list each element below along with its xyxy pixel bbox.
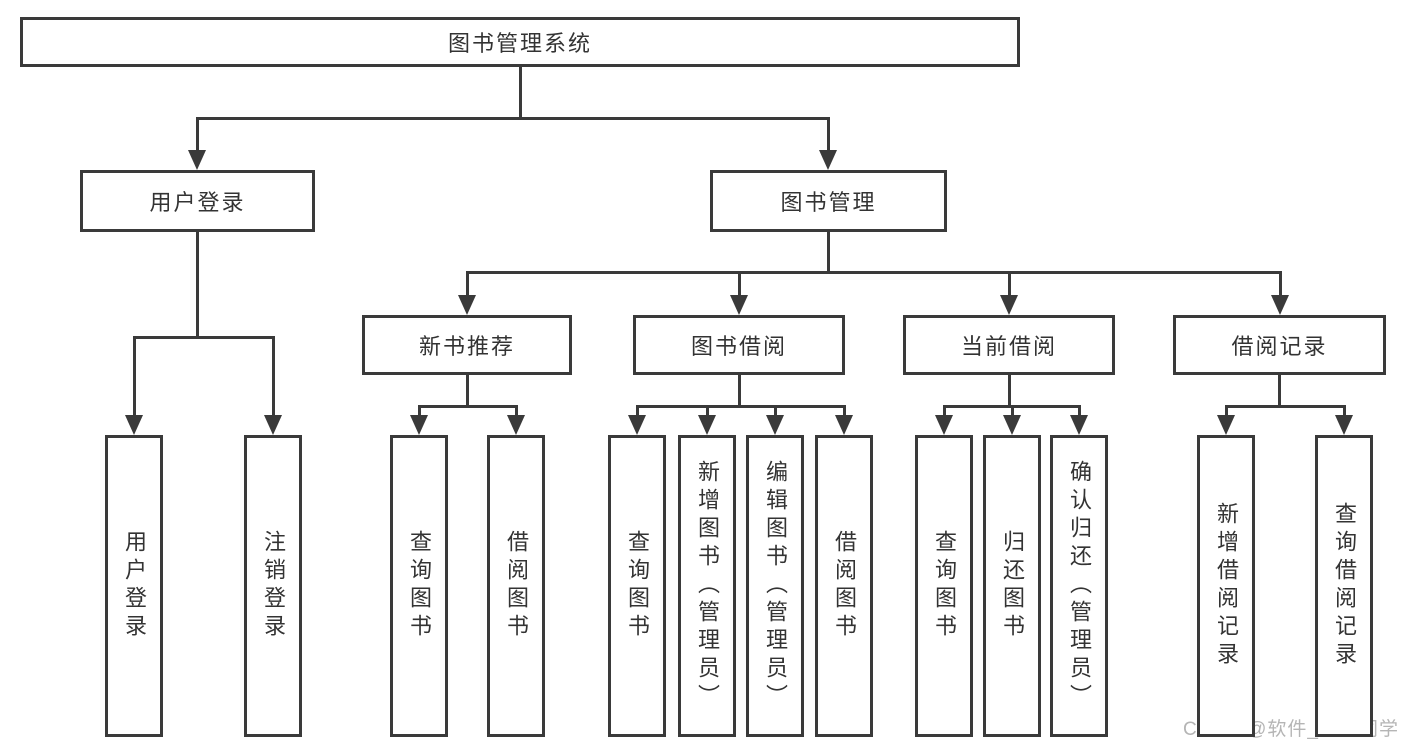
node-label: 编辑图书（管理员）	[763, 460, 788, 712]
node-current-borrow: 当前借阅	[903, 315, 1115, 375]
arrow-stem	[465, 272, 469, 297]
node-book-mgmt-branch: 图书管理	[710, 170, 947, 232]
node-root: 图书管理系统	[20, 17, 1020, 67]
node-query-borrow-record: 查询借阅记录	[1315, 435, 1373, 737]
arrow-stem	[417, 406, 421, 417]
node-borrow-books-rec: 借阅图书	[487, 435, 545, 737]
arrowhead-down-icon	[1335, 415, 1353, 435]
arrowhead-down-icon	[125, 415, 143, 435]
arrowhead-down-icon	[1003, 415, 1021, 435]
arrowhead-down-icon	[410, 415, 428, 435]
connector-bar	[635, 404, 846, 408]
connector-bar	[195, 116, 830, 120]
node-borrow-books-borrow: 借阅图书	[815, 435, 873, 737]
arrow-stem	[1278, 272, 1282, 297]
node-label: 借阅图书	[832, 530, 857, 642]
connector-stem	[737, 375, 741, 406]
node-label: 用户登录	[122, 530, 147, 642]
arrow-stem	[773, 406, 777, 417]
node-label: 借阅记录	[1231, 334, 1328, 359]
arrow-stem	[1342, 406, 1346, 417]
node-logout-leaf: 注销登录	[244, 435, 302, 737]
arrow-stem	[737, 272, 741, 297]
connector-stem	[465, 375, 469, 406]
node-label: 归还图书	[1000, 530, 1025, 642]
node-edit-books-admin: 编辑图书（管理员）	[746, 435, 804, 737]
node-user-login-leaf: 用户登录	[105, 435, 163, 737]
arrow-stem	[705, 406, 709, 417]
arrowhead-down-icon	[935, 415, 953, 435]
arrowhead-down-icon	[819, 150, 837, 170]
connector-bar	[417, 404, 518, 408]
arrow-stem	[635, 406, 639, 417]
arrowhead-down-icon	[1271, 295, 1289, 315]
connector-bar	[132, 335, 275, 339]
node-borrow-records: 借阅记录	[1173, 315, 1386, 375]
node-book-borrow: 图书借阅	[633, 315, 845, 375]
arrowhead-down-icon	[1070, 415, 1088, 435]
arrow-stem	[1007, 272, 1011, 297]
arrow-stem	[942, 406, 946, 417]
arrowhead-down-icon	[766, 415, 784, 435]
node-query-books-borrow: 查询图书	[608, 435, 666, 737]
connector-stem	[826, 232, 830, 272]
node-user-login-branch: 用户登录	[80, 170, 315, 232]
arrowhead-down-icon	[835, 415, 853, 435]
connector-stem	[1007, 375, 1011, 406]
connector-bar	[1224, 404, 1346, 408]
node-label: 查询图书	[932, 530, 957, 642]
connector-stem	[1277, 375, 1281, 406]
node-label: 确认归还（管理员）	[1067, 460, 1092, 712]
arrow-stem	[842, 406, 846, 417]
node-label: 新增借阅记录	[1214, 502, 1239, 670]
node-label: 新增图书（管理员）	[695, 460, 720, 712]
arrow-stem	[271, 337, 275, 417]
arrow-stem	[514, 406, 518, 417]
arrowhead-down-icon	[1000, 295, 1018, 315]
node-label: 当前借阅	[960, 334, 1057, 359]
connector-bar	[465, 270, 1282, 274]
arrowhead-down-icon	[1217, 415, 1235, 435]
arrow-stem	[1077, 406, 1081, 417]
arrow-stem	[195, 118, 199, 152]
arrow-stem	[1010, 406, 1014, 417]
node-label: 用户登录	[149, 190, 246, 215]
node-query-books-rec: 查询图书	[390, 435, 448, 737]
arrowhead-down-icon	[730, 295, 748, 315]
node-label: 图书借阅	[690, 334, 787, 359]
arrowhead-down-icon	[458, 295, 476, 315]
connector-stem	[518, 67, 522, 118]
arrow-stem	[132, 337, 136, 417]
node-label: 借阅图书	[504, 530, 529, 642]
node-label: 图书管理系统	[447, 31, 592, 56]
arrowhead-down-icon	[507, 415, 525, 435]
node-label: 查询图书	[625, 530, 650, 642]
node-label: 图书管理	[780, 190, 877, 215]
node-add-books-admin: 新增图书（管理员）	[678, 435, 736, 737]
node-add-borrow-record: 新增借阅记录	[1197, 435, 1255, 737]
node-label: 新书推荐	[418, 334, 515, 359]
node-label: 查询借阅记录	[1332, 502, 1357, 670]
arrowhead-down-icon	[698, 415, 716, 435]
arrow-stem	[826, 118, 830, 152]
arrowhead-down-icon	[264, 415, 282, 435]
node-new-book-rec: 新书推荐	[362, 315, 572, 375]
arrowhead-down-icon	[188, 150, 206, 170]
node-label: 查询图书	[407, 530, 432, 642]
node-confirm-return-admin: 确认归还（管理员）	[1050, 435, 1108, 737]
node-label: 注销登录	[261, 530, 286, 642]
node-return-books: 归还图书	[983, 435, 1041, 737]
arrowhead-down-icon	[628, 415, 646, 435]
node-query-books-current: 查询图书	[915, 435, 973, 737]
arrow-stem	[1224, 406, 1228, 417]
connector-stem	[195, 232, 199, 337]
